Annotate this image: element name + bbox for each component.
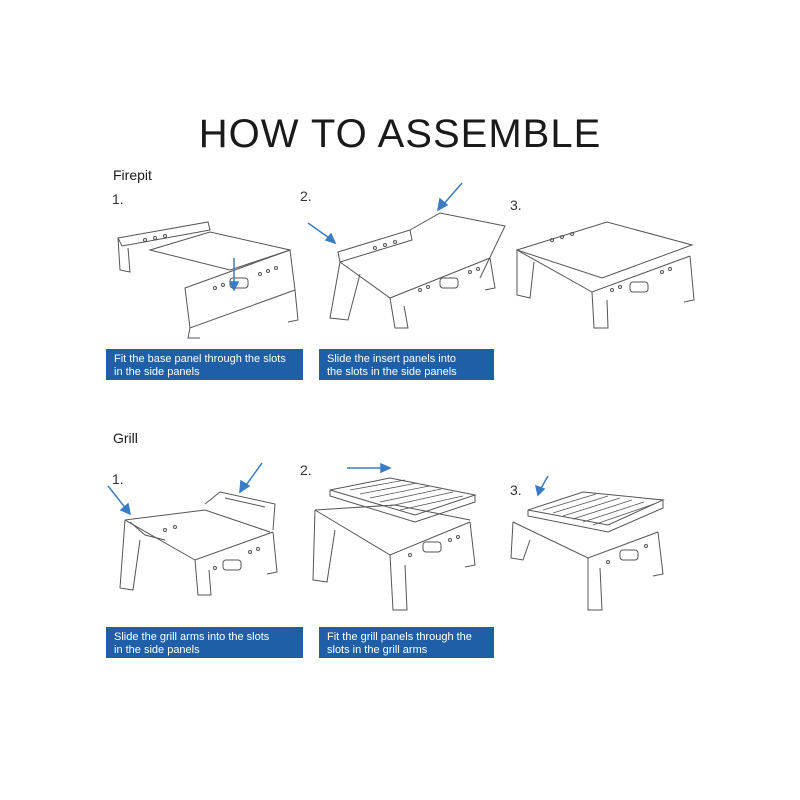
- section-label-firepit: Firepit: [113, 167, 152, 183]
- grill-step-2-caption: Fit the grill panels through the slots i…: [319, 627, 494, 658]
- section-label-grill: Grill: [113, 430, 138, 446]
- grill-step-2-number: 2.: [300, 462, 312, 478]
- firepit-step-3-number: 3.: [510, 197, 522, 213]
- firepit-step-1-illustration: [110, 210, 310, 340]
- diagonal-arrow-icon: [438, 183, 462, 210]
- grill-step-1-caption: Slide the grill arms into the slots in t…: [106, 627, 303, 658]
- diagonal-arrow-icon: [240, 463, 262, 492]
- firepit-step-3-illustration: [512, 200, 702, 340]
- firepit-step-2-illustration: [300, 178, 510, 338]
- down-arrow-icon: [230, 258, 238, 290]
- diagonal-arrow-icon: [536, 476, 548, 495]
- firepit-step-2-caption: Slide the insert panels into the slots i…: [319, 349, 494, 380]
- firepit-step-1-number: 1.: [112, 191, 124, 207]
- firepit-step-1-caption: Fit the base panel through the slots in …: [106, 349, 303, 380]
- page-title: HOW TO ASSEMBLE: [198, 112, 602, 156]
- diagonal-arrow-icon: [308, 223, 335, 243]
- grill-step-1-number: 1.: [112, 471, 124, 487]
- grill-step-1-illustration: [105, 460, 305, 620]
- grill-step-3-illustration: [508, 470, 668, 620]
- diagonal-arrow-icon: [108, 486, 130, 514]
- right-arrow-icon: [347, 464, 390, 472]
- grill-step-2-illustration: [305, 460, 505, 620]
- firepit-step-2-number: 2.: [300, 188, 312, 204]
- grill-step-3-number: 3.: [510, 482, 522, 498]
